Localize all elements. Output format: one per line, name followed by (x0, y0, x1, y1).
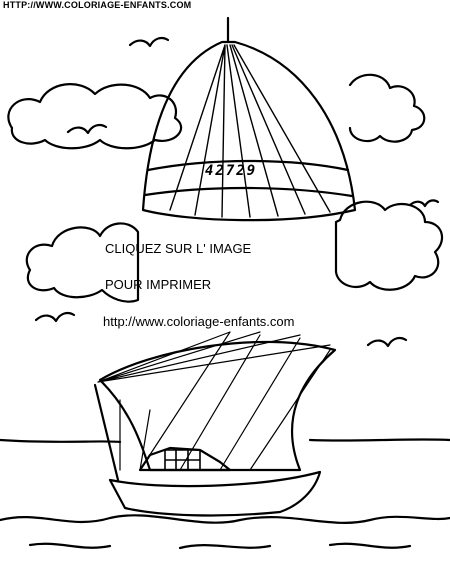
website-link[interactable]: http://www.coloriage-enfants.com (103, 314, 295, 329)
boom-mast (93, 383, 120, 482)
sea-horizon (0, 438, 450, 444)
cloud-top-left (7, 83, 183, 150)
cabin (138, 446, 232, 472)
sail-stripe-bottom (143, 186, 354, 198)
cloud-left-middle (25, 222, 140, 303)
cloud-right (334, 200, 444, 291)
site-url-header[interactable]: HTTP://WWW.COLORIAGE-ENFANTS.COM (3, 0, 192, 10)
seagull-2 (66, 123, 108, 135)
hull (108, 470, 322, 517)
cabin-windows (164, 449, 201, 471)
sail-stripe-top (146, 159, 350, 172)
seagull-5 (408, 199, 440, 208)
seagull-3 (34, 311, 76, 323)
rigging-lines (97, 331, 331, 471)
sea-waves (0, 514, 450, 550)
lower-sail (98, 340, 337, 472)
sail-number: 42729 (205, 163, 258, 179)
seagull-1 (128, 36, 170, 48)
sail-seams (169, 44, 331, 218)
spinnaker-sail (141, 40, 357, 222)
cloud-upper-right (348, 73, 426, 143)
click-to-print-instruction: CLIQUEZ SUR L' IMAGE (105, 241, 252, 256)
print-instruction: POUR IMPRIMER (105, 277, 212, 292)
seagull-4 (366, 336, 408, 348)
